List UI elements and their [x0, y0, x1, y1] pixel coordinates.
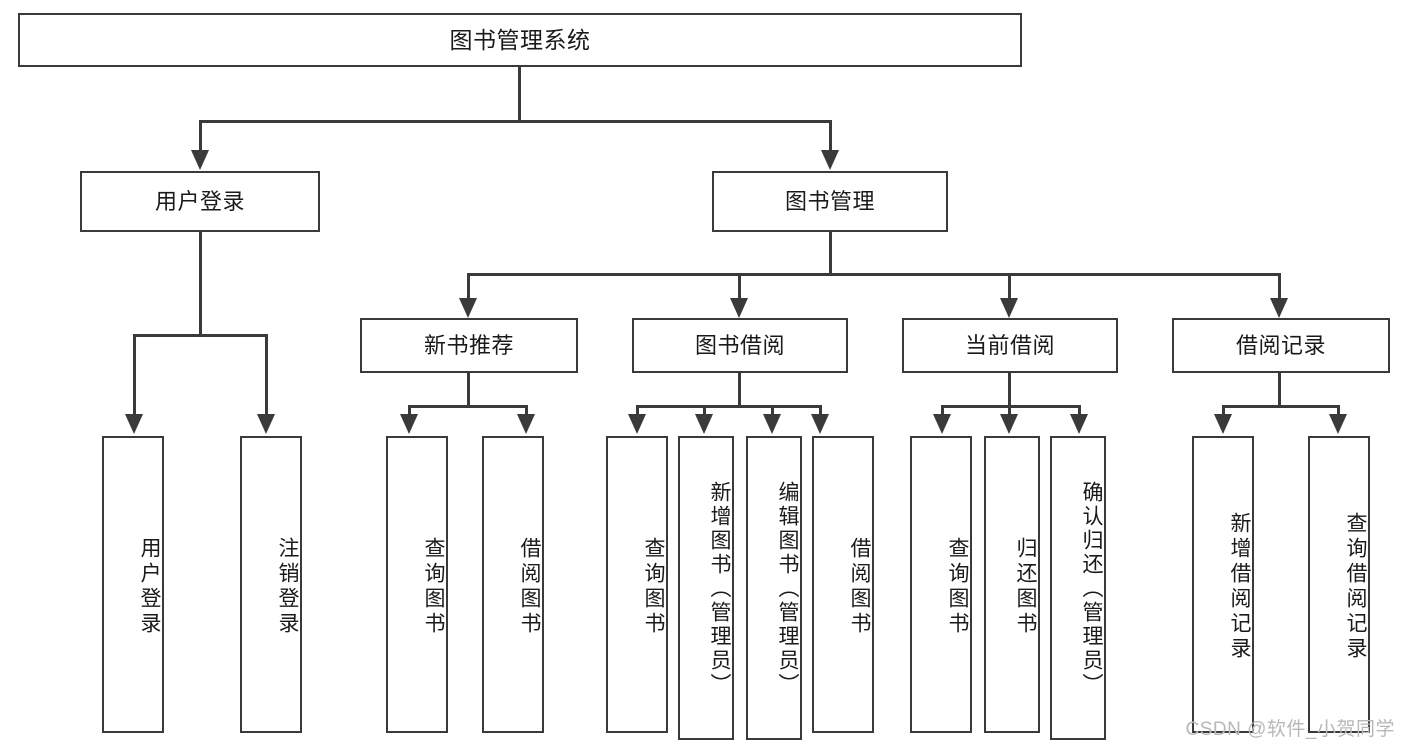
connector-book-management-stem [829, 232, 832, 276]
arrow-to-new-book-recommend [459, 298, 477, 318]
connector-recommend-right [525, 405, 528, 417]
connector-borrow-c2 [703, 405, 706, 417]
connector-user-login-stem [199, 232, 202, 337]
connector-book-management-bar [467, 273, 1281, 276]
node-leaf-add-record[interactable]: 新增借阅记录 [1192, 436, 1254, 733]
node-leaf-borrow-book-2[interactable]: 借阅图书 [812, 436, 874, 733]
node-leaf-return-book[interactable]: 归还图书 [984, 436, 1040, 733]
arrow-to-leaf-query-record [1329, 414, 1347, 434]
connector-borrow-c1 [636, 405, 639, 417]
node-borrow-record[interactable]: 借阅记录 [1172, 318, 1390, 373]
node-leaf-confirm-return[interactable]: 确认归还（管理员） [1050, 436, 1106, 740]
connector-current-c2 [1008, 405, 1011, 417]
arrow-to-book-borrow [730, 298, 748, 318]
node-book-management[interactable]: 图书管理 [712, 171, 948, 232]
arrow-to-user-login [191, 150, 209, 170]
connector-borrow-c3 [771, 405, 774, 417]
connector-borrow-stem [738, 373, 741, 408]
connector-bm-to-current [1008, 273, 1011, 301]
connector-recommend-stem [467, 373, 470, 408]
arrow-to-book-management [821, 150, 839, 170]
arrow-to-leaf-logout [257, 414, 275, 434]
node-leaf-borrow-book-1[interactable]: 借阅图书 [482, 436, 544, 733]
node-leaf-query-record[interactable]: 查询借阅记录 [1308, 436, 1370, 733]
connector-borrow-bar [636, 405, 822, 408]
node-current-borrow[interactable]: 当前借阅 [902, 318, 1118, 373]
arrow-to-leaf-query-book-3 [933, 414, 951, 434]
node-root-system[interactable]: 图书管理系统 [18, 13, 1022, 67]
arrow-to-leaf-query-book-1 [400, 414, 418, 434]
connector-user-login-left [133, 334, 136, 416]
arrow-to-leaf-confirm-return [1070, 414, 1088, 434]
node-leaf-logout[interactable]: 注销登录 [240, 436, 302, 733]
arrow-to-current-borrow [1000, 298, 1018, 318]
node-book-borrow[interactable]: 图书借阅 [632, 318, 848, 373]
arrow-to-leaf-add-record [1214, 414, 1232, 434]
arrow-to-leaf-edit-book [763, 414, 781, 434]
connector-recommend-left [408, 405, 411, 417]
arrow-to-leaf-query-book-2 [628, 414, 646, 434]
arrow-to-leaf-borrow-book-2 [811, 414, 829, 434]
connector-current-stem [1008, 373, 1011, 408]
node-leaf-query-book-2[interactable]: 查询图书 [606, 436, 668, 733]
connector-bm-to-recommend [467, 273, 470, 301]
connector-record-left [1222, 405, 1225, 417]
arrow-to-leaf-borrow-book-1 [517, 414, 535, 434]
node-new-book-recommend[interactable]: 新书推荐 [360, 318, 578, 373]
arrow-to-leaf-return-book [1000, 414, 1018, 434]
connector-record-stem [1278, 373, 1281, 408]
connector-borrow-c4 [819, 405, 822, 417]
node-leaf-query-book-1[interactable]: 查询图书 [386, 436, 448, 733]
connector-bm-to-borrow [738, 273, 741, 301]
connector-root-stem [518, 66, 521, 122]
connector-current-c1 [941, 405, 944, 417]
connector-record-right [1337, 405, 1340, 417]
connector-record-bar [1222, 405, 1340, 408]
arrow-to-leaf-add-book [695, 414, 713, 434]
arrow-to-leaf-user-login [125, 414, 143, 434]
connector-recommend-bar [408, 405, 528, 408]
connector-root-to-book-management [829, 120, 832, 153]
arrow-to-borrow-record [1270, 298, 1288, 318]
node-leaf-user-login[interactable]: 用户登录 [102, 436, 164, 733]
node-leaf-edit-book[interactable]: 编辑图书（管理员） [746, 436, 802, 740]
connector-current-bar [941, 405, 1081, 408]
connector-root-bar [199, 120, 831, 123]
connector-user-login-right [265, 334, 268, 416]
connector-bm-to-record [1278, 273, 1281, 301]
node-leaf-query-book-3[interactable]: 查询图书 [910, 436, 972, 733]
node-user-login[interactable]: 用户登录 [80, 171, 320, 232]
connector-user-login-bar [133, 334, 268, 337]
connector-root-to-user-login [199, 120, 202, 153]
csdn-watermark: CSDN @软件_小贺同学 [1185, 719, 1395, 740]
connector-current-c3 [1078, 405, 1081, 417]
node-leaf-add-book[interactable]: 新增图书（管理员） [678, 436, 734, 740]
